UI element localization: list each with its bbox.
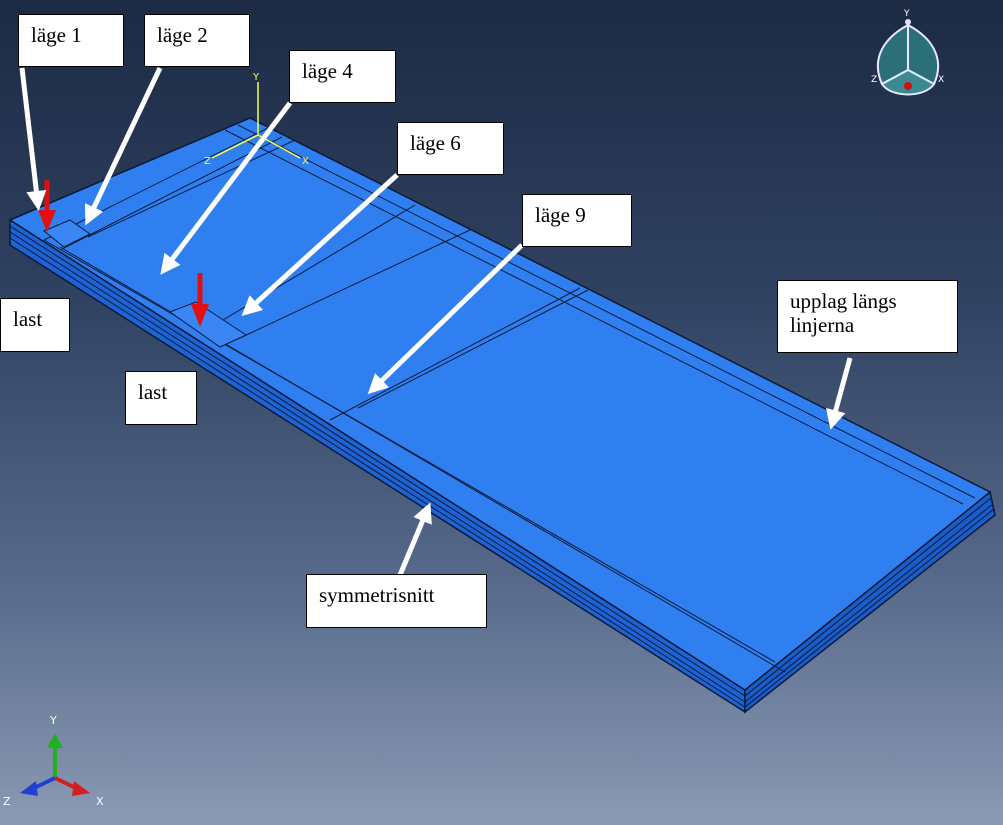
leader-upplag	[826, 357, 853, 430]
viewcube-y-label: Y	[903, 9, 910, 19]
local-axis-x-label: X	[302, 156, 309, 167]
callout-lage-9: läge 9	[522, 194, 632, 247]
leader-lage6	[241, 173, 399, 317]
leader-lage1	[19, 67, 47, 211]
local-axis-z-label: Z	[204, 156, 211, 167]
leader-lage4	[160, 101, 292, 275]
callout-last-mid: last	[125, 371, 197, 425]
callout-lage-4: läge 4	[289, 50, 396, 103]
plate-model[interactable]	[8, 117, 996, 714]
leader-lage2	[84, 66, 163, 226]
leader-arrows	[19, 66, 853, 576]
load-pad-1[interactable]	[43, 219, 91, 248]
callout-lage-1: läge 1	[18, 14, 124, 67]
callout-upplag: upplag längs linjerna	[777, 280, 958, 353]
viewcube-z-label: Z	[871, 75, 877, 85]
triad-y-label: Y	[49, 714, 57, 727]
callout-last-left: last	[0, 298, 70, 352]
load-pad-2[interactable]	[168, 301, 248, 348]
triad-z-label: Z	[3, 795, 11, 808]
triad-x-label: X	[96, 795, 104, 808]
plate-layers	[9, 225, 995, 708]
load-arrow-1	[38, 180, 56, 232]
callout-lage-2: läge 2	[144, 14, 250, 67]
plate-top-face	[8, 117, 992, 691]
callout-lage-6: läge 6	[397, 122, 504, 175]
local-axis-y-label: Y	[252, 72, 260, 83]
coordinate-triad-icon	[20, 733, 90, 796]
callout-symmetrisnitt: symmetrisnitt	[306, 574, 487, 628]
viewcube-x-label: X	[938, 75, 944, 85]
leader-symmetrisnitt	[397, 502, 432, 576]
load-arrow-2	[191, 273, 209, 327]
view-cube-icon[interactable]	[877, 19, 939, 96]
leader-lage9	[367, 243, 524, 395]
